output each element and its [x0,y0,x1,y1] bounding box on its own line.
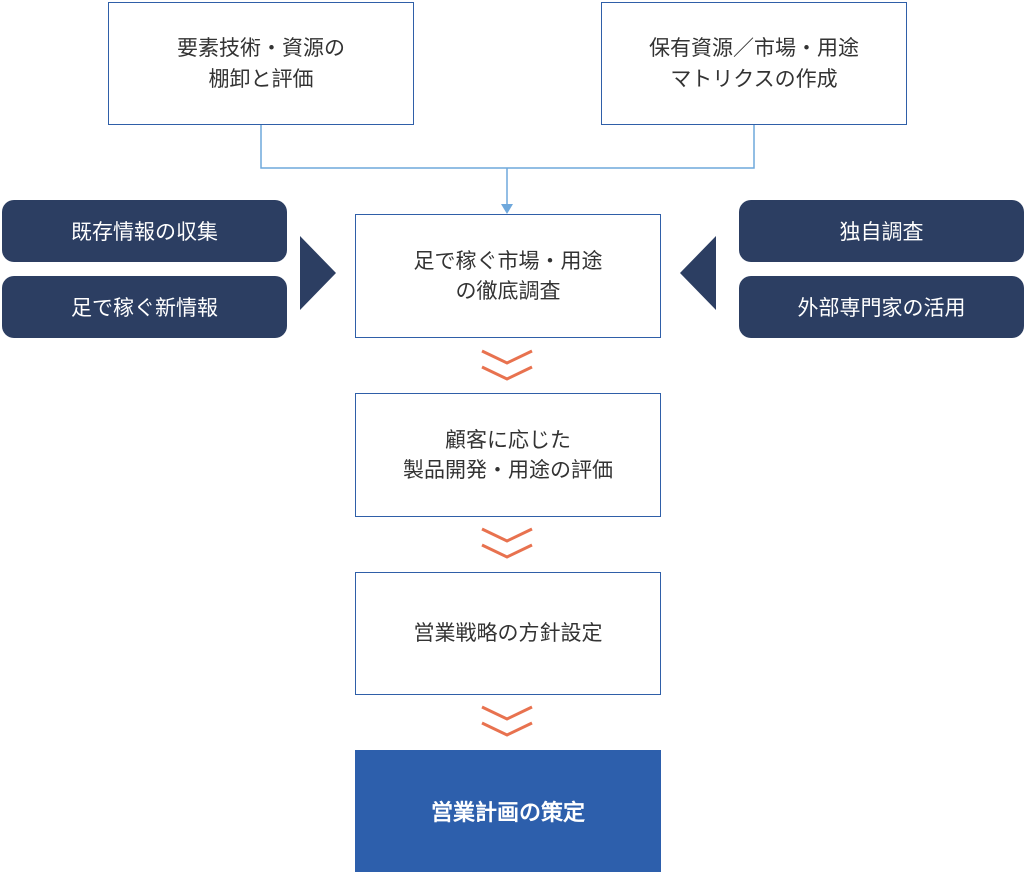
right-triangle-arrow [680,236,716,310]
chevron-down-icon [481,705,533,737]
connector-arrowhead [501,204,513,214]
step-market-survey: 足で稼ぐ市場・用途 の徹底調査 [355,214,661,338]
left-triangle-arrow [300,236,336,310]
connector-line-right [507,125,755,169]
final-step-sales-plan: 営業計画の策定 [355,750,661,872]
chevron-down-icon [481,527,533,559]
left-item-new-info: 足で稼ぐ新情報 [2,276,287,338]
chevron-down-icon [481,349,533,381]
left-item-existing-info: 既存情報の収集 [2,200,287,262]
right-item-independent-survey: 独自調査 [739,200,1024,262]
top-right-box: 保有資源／市場・用途 マトリクスの作成 [601,2,907,125]
right-item-external-experts: 外部専門家の活用 [739,276,1024,338]
step-product-development: 顧客に応じた 製品開発・用途の評価 [355,393,661,517]
step-sales-strategy: 営業戦略の方針設定 [355,572,661,695]
top-left-box: 要素技術・資源の 棚卸と評価 [108,2,414,125]
connector-line-left [260,125,507,169]
